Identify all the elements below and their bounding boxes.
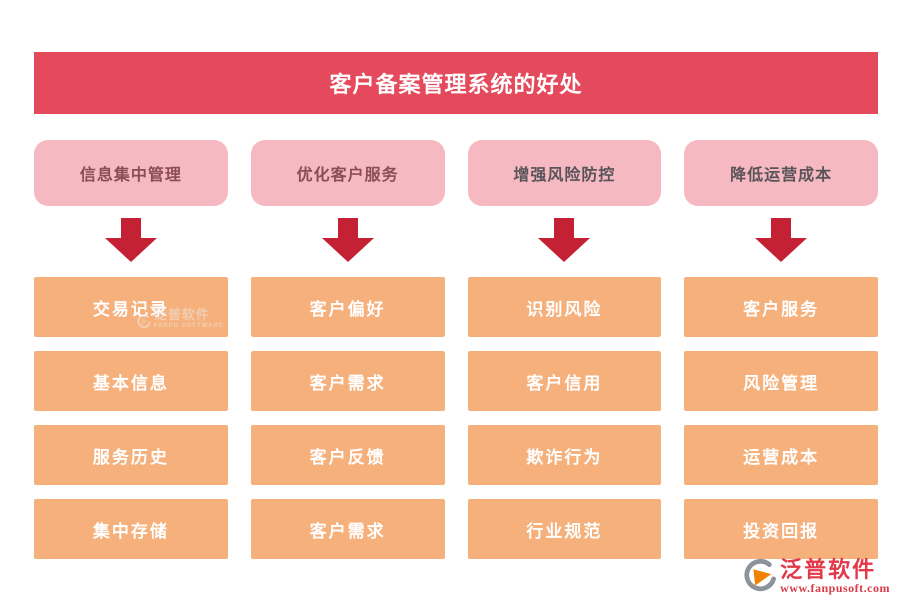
column-operating-cost: 降低运营成本 客户服务 风险管理 运营成本 投资回报 [684, 140, 878, 573]
benefit-box: 行业规范 [467, 499, 662, 559]
benefit-box: 基本信息 [34, 351, 228, 411]
benefit-box: 客户需求 [250, 351, 445, 411]
benefit-box-label: 客户偏好 [309, 299, 386, 319]
fanpu-logo-text: 泛普软件 www.fanpusoft.com [780, 557, 890, 595]
fanpu-logo: 泛普软件 www.fanpusoft.com [742, 559, 890, 594]
benefit-box: 客户信用 [467, 351, 662, 411]
category-header: 优化客户服务 [250, 140, 445, 206]
category-header-label: 信息集中管理 [79, 167, 182, 184]
column-risk-control: 增强风险防控 识别风险 客户信用 欺诈行为 行业规范 [467, 140, 662, 573]
down-arrow-icon [251, 218, 445, 262]
benefit-box-label: 运营成本 [743, 447, 820, 467]
benefit-box: 集中存储 [34, 499, 228, 559]
benefit-box: 风险管理 [684, 351, 878, 411]
category-header-label: 增强风险防控 [513, 167, 616, 184]
category-header-label: 降低运营成本 [730, 167, 833, 184]
benefit-box: 客户需求 [250, 499, 445, 559]
benefit-box: 识别风险 [467, 277, 662, 337]
benefit-box-label: 客户信用 [526, 373, 603, 393]
benefit-box-label: 交易记录 [92, 299, 169, 319]
benefit-box-label: 客户需求 [309, 521, 386, 541]
benefit-box-label: 集中存储 [92, 521, 169, 541]
benefit-box-label: 行业规范 [526, 521, 603, 541]
benefit-box: 客户反馈 [250, 425, 445, 485]
benefit-box-label: 欺诈行为 [526, 447, 603, 467]
down-arrow-icon [34, 218, 228, 262]
benefit-box: 服务历史 [34, 425, 228, 485]
benefit-box-label: 识别风险 [526, 299, 603, 319]
benefit-box-label: 服务历史 [92, 447, 169, 467]
benefit-box-label: 投资回报 [743, 521, 820, 541]
category-header: 信息集中管理 [34, 140, 228, 206]
page-title: 客户备案管理系统的好处 [329, 72, 583, 97]
benefit-box-label: 客户需求 [309, 373, 386, 393]
category-header: 降低运营成本 [684, 140, 878, 206]
benefit-box-label: 客户反馈 [309, 447, 386, 467]
watermark-subtext: FANPU SOFTWARE [153, 323, 224, 329]
benefit-columns: 信息集中管理 交易记录 泛普软件 FANPU SOFTWARE 基本信息 [34, 140, 878, 573]
benefit-box: 欺诈行为 [467, 425, 662, 485]
column-customer-service: 优化客户服务 客户偏好 客户需求 客户反馈 客户需求 [250, 140, 445, 573]
category-header: 增强风险防控 [467, 140, 662, 206]
benefit-box: 投资回报 [684, 499, 878, 559]
column-info-management: 信息集中管理 交易记录 泛普软件 FANPU SOFTWARE 基本信息 [34, 140, 228, 573]
fanpu-brand-name: 泛普软件 [780, 557, 877, 582]
category-header-label: 优化客户服务 [296, 167, 399, 184]
fanpu-logo-icon [744, 559, 777, 592]
benefit-box: 交易记录 泛普软件 FANPU SOFTWARE [34, 277, 228, 337]
benefit-box-label: 风险管理 [743, 373, 820, 393]
benefit-box: 运营成本 [684, 425, 878, 485]
benefit-box: 客户偏好 [250, 277, 445, 337]
down-arrow-icon [684, 218, 878, 262]
down-arrow-icon [468, 218, 662, 262]
fanpu-website: www.fanpusoft.com [780, 581, 890, 595]
benefit-box: 客户服务 [684, 277, 878, 337]
benefit-box-label: 基本信息 [92, 373, 169, 393]
benefit-box-label: 客户服务 [743, 299, 820, 319]
title-banner: 客户备案管理系统的好处 [34, 52, 878, 114]
